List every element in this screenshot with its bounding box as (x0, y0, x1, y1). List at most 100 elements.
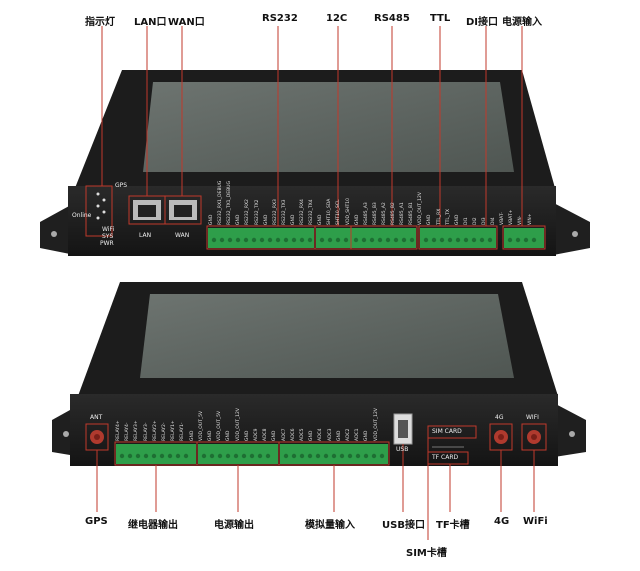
bottom-pin-label: ADC5 (300, 428, 305, 441)
bottom-pin-label: GND (244, 430, 250, 441)
callout-wan-port: WAN口 (168, 17, 205, 28)
top-pin-label: TTL_TX (445, 208, 451, 225)
bottom-pin-label: VDD_OUT_5V (198, 410, 204, 441)
callout-usb-port: USB接口 (382, 520, 425, 531)
top-pin-label: RS232_RX2 (245, 199, 251, 225)
terminal-rs232 (208, 228, 314, 248)
bottom-pin-label: ADC1 (355, 428, 361, 441)
top-screen (143, 82, 514, 172)
top-pin-label: SHT10_SDA (327, 198, 333, 225)
top-pin-label: RS485_B1 (409, 202, 415, 225)
bottom-pin-label: RELAY3+ (134, 420, 140, 441)
port-lan-label: LAN (139, 232, 152, 239)
top-pin-label: RS485_B2 (391, 202, 396, 225)
wifi-antenna-label: WIFI (526, 414, 539, 421)
top-pin-label: GND (318, 214, 324, 225)
bottom-pin-label: ADC8 (263, 428, 269, 441)
top-pin-label: VBAT+ (509, 209, 515, 225)
bottom-pin-label: ADC7 (281, 428, 287, 441)
bottom-pin-label: RELAY1- (180, 422, 186, 441)
bottom-pin-label: GND (208, 430, 213, 441)
bottom-pin-label: RELAY4+ (116, 420, 121, 441)
bottom-pin-label: ADC3 (327, 428, 333, 441)
bottom-pin-label: GND (364, 430, 370, 441)
top-device (40, 26, 590, 256)
callout-lte: 4G (494, 516, 510, 527)
lte-antenna-label: 4G (495, 414, 504, 421)
bottom-pin-label: VDD_OUT_5V (217, 410, 223, 441)
bottom-pin-label: VDD_OUT_12V (235, 408, 241, 441)
top-pin-label: GND (454, 214, 460, 225)
top-pin-label: DI3 (482, 217, 487, 225)
callout-sim-slot: SIM卡槽 (406, 548, 447, 559)
callout-lan-port: LAN口 (134, 17, 167, 28)
top-pin-label: VDD_OUT_12V (418, 192, 424, 225)
bottom-pin-label: GND (309, 430, 315, 441)
top-pin-label: GND (209, 214, 214, 225)
callout-power-output: 电源输出 (214, 520, 254, 531)
top-pin-label: GND (354, 214, 360, 225)
callout-gps: GPS (85, 516, 108, 527)
bottom-pin-label: GND (189, 430, 195, 441)
callout-di-port: DI接口 (466, 17, 499, 28)
bottom-pin-label: GND (226, 430, 232, 441)
callout-rs232: RS232 (262, 13, 298, 24)
top-pin-label: RS232_TX4 (309, 199, 315, 225)
ant-label: ANT (90, 414, 103, 421)
top-pin-label: DI4 (491, 217, 497, 225)
top-pin-label: RS232_RX4 (300, 199, 305, 225)
top-pin-label: RS232_TX3 (281, 199, 287, 225)
top-pin-label: GND (236, 214, 242, 225)
bottom-pin-label: ADC4 (318, 428, 324, 441)
bottom-pin-label: GND (272, 430, 278, 441)
bottom-pin-label: RELAY3- (143, 422, 149, 441)
bottom-pin-label: RELAY4- (125, 422, 131, 441)
led-online-label: Online (72, 212, 92, 219)
sim-card-label: SIM CARD (432, 428, 462, 435)
top-pin-label: SHT10_SCL (336, 199, 342, 225)
callout-indicator: 指示灯 (85, 17, 115, 28)
bottom-pin-label: GND (336, 430, 342, 441)
bottom-pin-label: ADC6 (290, 428, 296, 441)
callout-tf-slot: TF卡槽 (436, 520, 470, 531)
top-pin-label: DI1 (463, 217, 469, 225)
top-pin-label: VDD_SHT10 (345, 198, 351, 225)
top-pin-label: GND (427, 214, 433, 225)
bottom-pin-label: RELAY2+ (152, 420, 158, 441)
top-pin-label: RS485_B3 (372, 202, 378, 225)
bottom-pin-label: RELAY1+ (171, 420, 177, 441)
bottom-pin-label: ADC9 (254, 428, 259, 441)
top-pin-label: VIN- (518, 215, 524, 225)
bottom-pin-label: RELAY2- (162, 422, 167, 441)
tf-card-label: TF CARD (432, 454, 459, 461)
top-pin-label: RS485_A2 (381, 202, 387, 225)
callout-rs485: RS485 (374, 13, 410, 24)
usb-label: USB (396, 446, 409, 453)
right-flange-top (548, 200, 590, 256)
top-pin-label: GND (263, 214, 269, 225)
top-pin-label: RS485_A3 (363, 202, 369, 225)
callout-relay-output: 继电器输出 (128, 520, 178, 531)
top-pin-label: VIN+ (527, 213, 533, 225)
callout-power-input: 电源输入 (502, 17, 542, 28)
top-pin-label: DI2 (472, 217, 478, 225)
bottom-pin-label: VDD_OUT_12V (373, 408, 379, 441)
led-gps-label: GPS (115, 182, 128, 189)
led-wifi-label: WiFi (102, 226, 115, 233)
bottom-device (52, 282, 586, 540)
led-pwr-label: PWR (100, 240, 114, 247)
callout-ttl: TTL (430, 13, 451, 24)
top-pin-label: VBAT- (500, 212, 506, 225)
top-pin-label: RS232_RX1_DEBUG (218, 180, 224, 225)
top-pin-label: GND (290, 214, 296, 225)
top-pin-label: RS232_TX1_DEBUG (227, 181, 233, 225)
bottom-pin-label: ADC2 (346, 428, 351, 441)
top-pin-label: RS232_RX3 (272, 199, 278, 225)
callout-wifi: WiFi (523, 516, 548, 527)
top-pin-label: RS232_TX2 (254, 199, 260, 225)
terminal-power (504, 228, 544, 248)
port-wan-label: WAN (175, 232, 190, 239)
top-pin-label: TTL_RX (436, 208, 442, 225)
